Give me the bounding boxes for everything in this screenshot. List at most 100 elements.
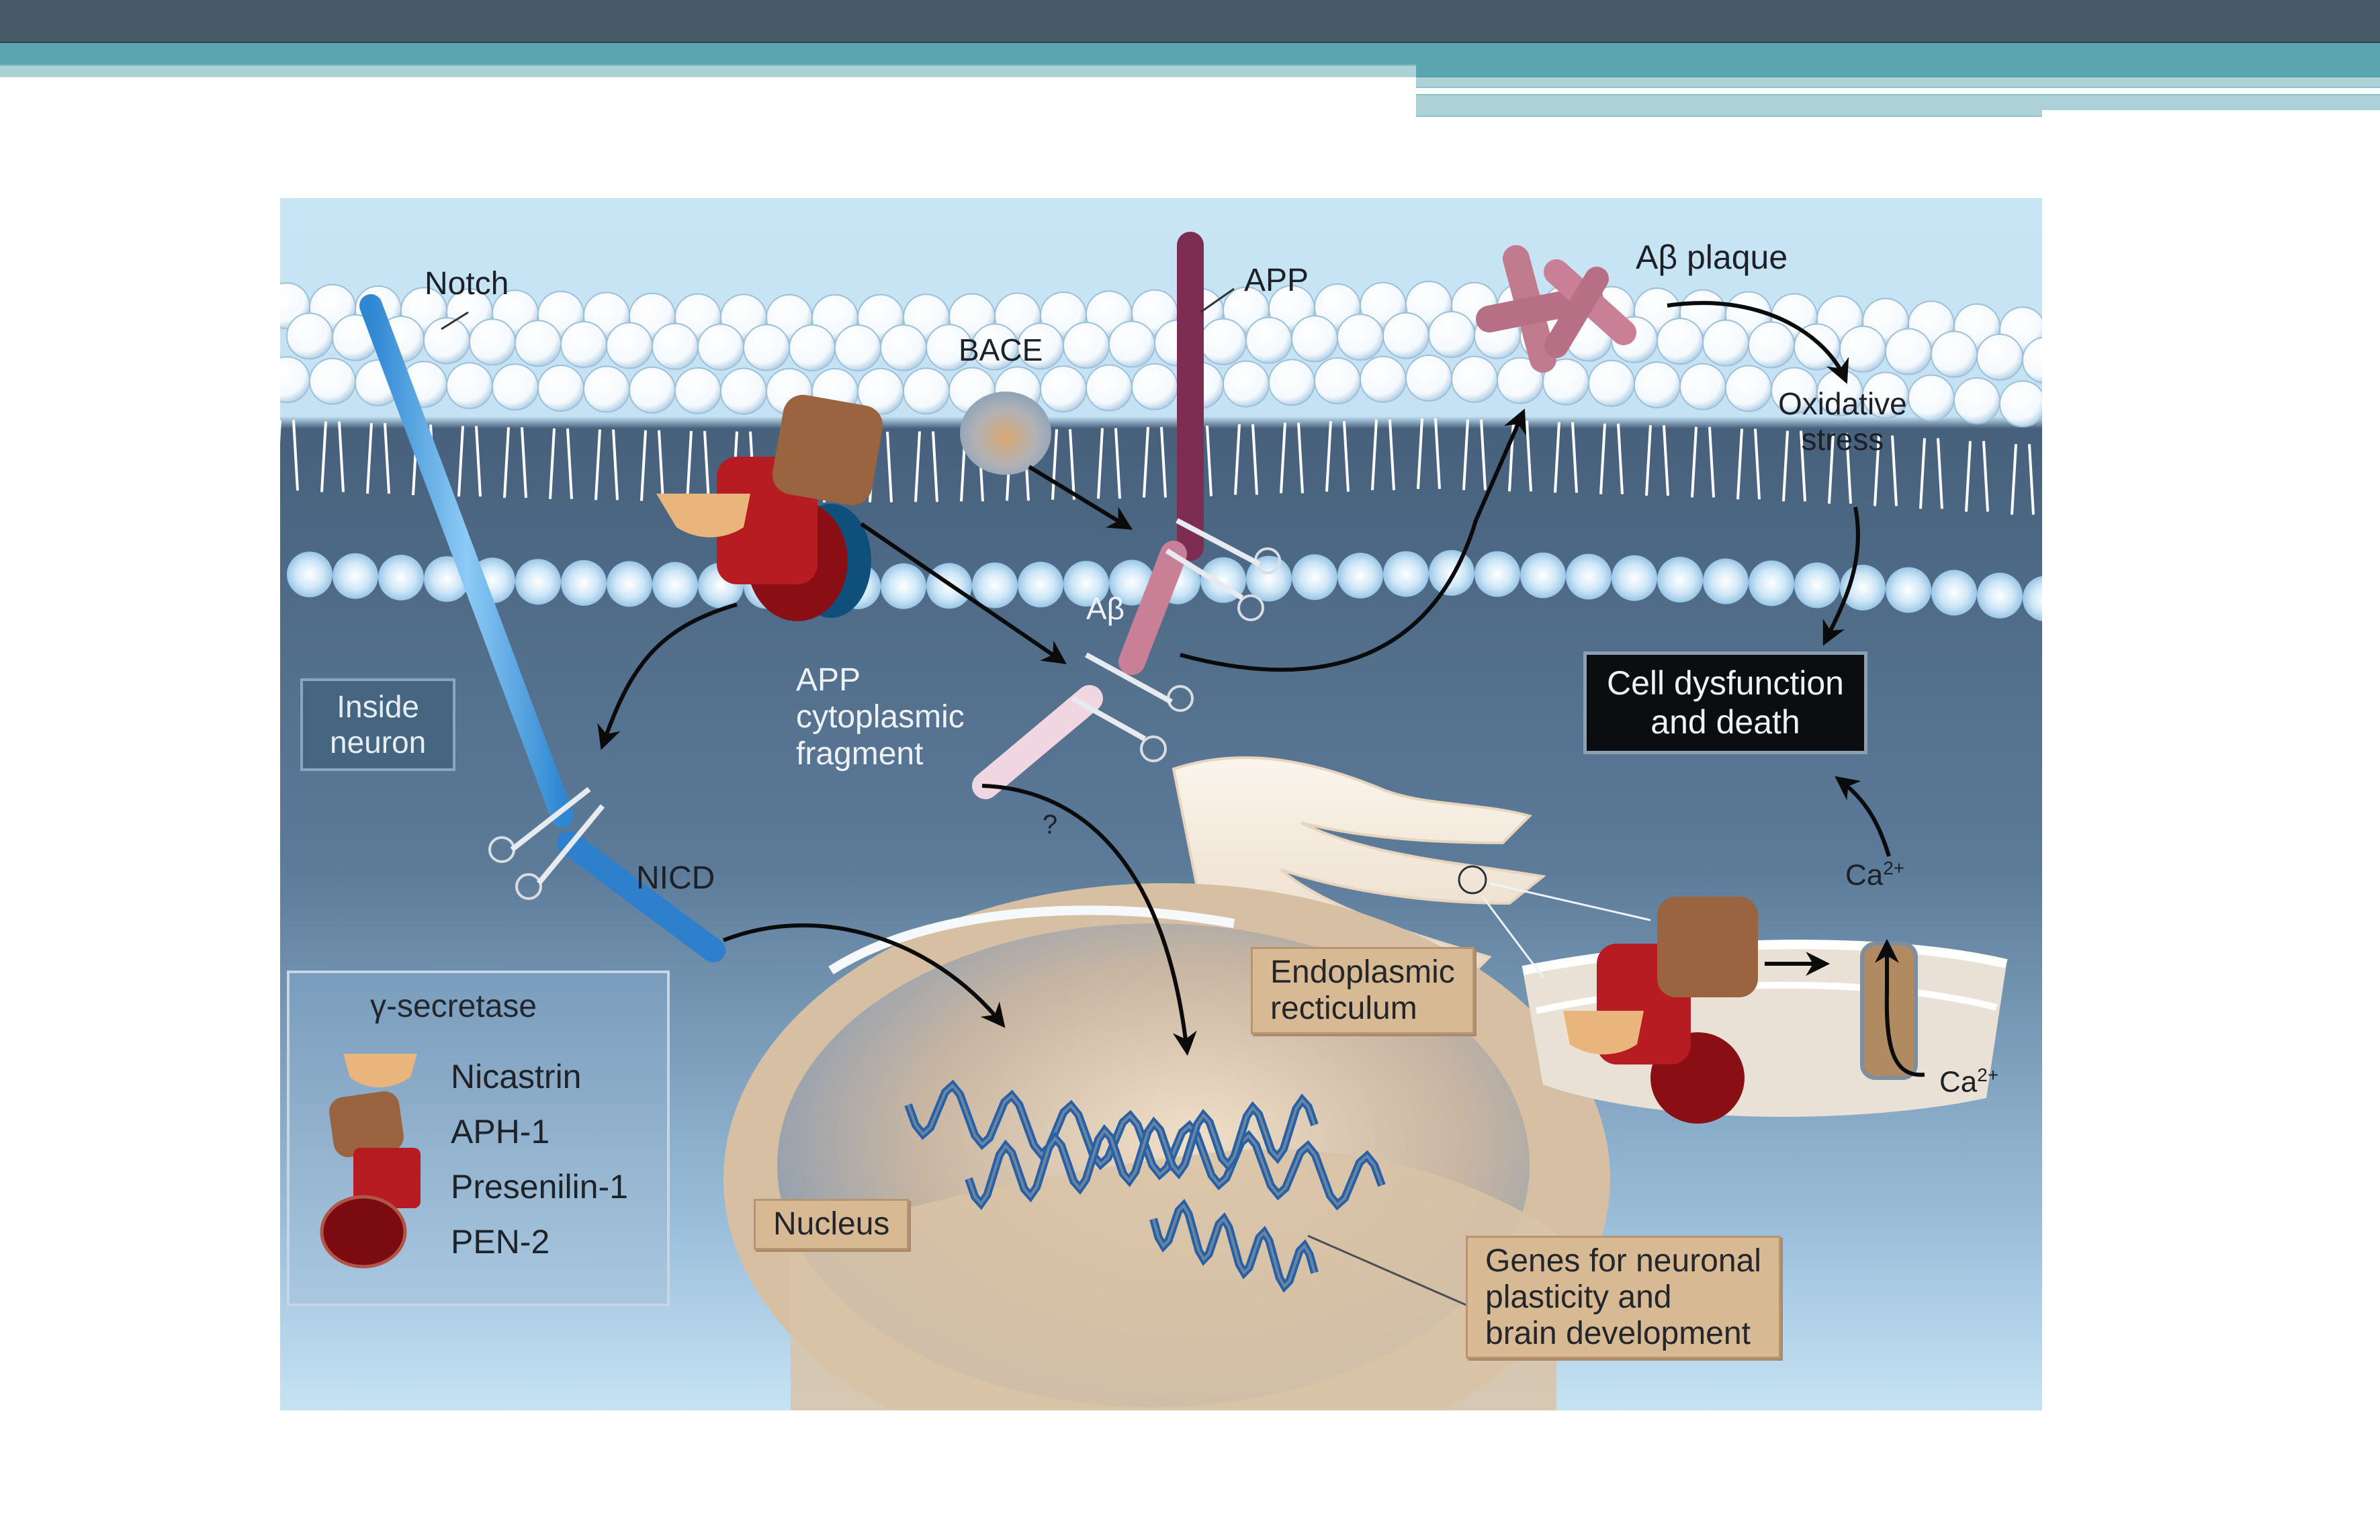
inside-neuron-line-2: neuron	[330, 724, 427, 760]
lipid-tail	[1919, 438, 1926, 509]
lipid-tail	[1571, 422, 1578, 493]
lipid-head-outer	[1999, 380, 2042, 428]
lipid-head-outer	[1451, 355, 1498, 403]
lipid-tail	[1051, 428, 1058, 500]
pathway-arrows	[597, 301, 1891, 1056]
lipid-head-inner	[1109, 559, 1155, 606]
lipid-tail	[1965, 441, 1972, 512]
lipid-tail	[1891, 435, 1898, 506]
lipid-head-outer	[1063, 322, 1110, 369]
lipid-head-inner	[1566, 553, 1612, 600]
lipid-head-outer	[1086, 364, 1133, 412]
question-mark-label: ?	[1043, 810, 1058, 840]
header-bar-teal	[0, 43, 2380, 64]
lipid-tail	[1114, 428, 1121, 499]
lipid-head-outer	[903, 367, 950, 415]
aph1-icon	[329, 1091, 404, 1157]
legend-icon-stack	[320, 1054, 421, 1269]
pen2-icon	[320, 1195, 407, 1269]
lipid-head-outer	[537, 364, 584, 412]
lipid-head-outer	[1702, 319, 1749, 367]
lipid-tail	[1389, 419, 1395, 490]
lipid-head-outer	[834, 324, 881, 371]
lipid-tail	[1480, 419, 1487, 490]
nicd-label: NICD	[636, 860, 715, 896]
calcium-label-bottom: Ca2+	[1939, 1065, 1998, 1099]
oxidative-stress-line-2: stress	[1801, 421, 1884, 457]
calcium-symbol: Ca	[1939, 1065, 1978, 1099]
inside-neuron-line-1: Inside	[337, 689, 419, 724]
dna-helix	[904, 1079, 1386, 1293]
lipid-head-inner	[1474, 551, 1520, 597]
lipid-tail	[1691, 426, 1698, 498]
header-bar-light-right-lower	[1416, 94, 2380, 110]
lipid-head-outer	[469, 318, 516, 366]
lipid-head-outer	[309, 357, 356, 405]
lipid-head-inner	[607, 561, 652, 607]
lipid-tail	[1800, 431, 1806, 502]
lipid-head-outer	[1268, 359, 1315, 406]
lipid-head-inner	[1840, 564, 1886, 610]
nicastrin-icon	[343, 1054, 417, 1087]
lipid-tail	[1982, 441, 1989, 512]
lipid-head-inner	[1749, 560, 1794, 606]
lipid-tail	[1297, 422, 1304, 494]
lipid-tail	[1526, 420, 1532, 492]
genes-line-1: Genes for neuronal	[1485, 1243, 1761, 1279]
gamma-secretase-er	[1563, 897, 1758, 1124]
header-bar-light-left	[0, 64, 1416, 77]
lipid-tail	[1782, 431, 1789, 502]
lipid-head-inner	[1794, 562, 1840, 608]
abeta-plaque-cluster	[1476, 245, 1636, 373]
calcium-label-top: Ca2+	[1845, 858, 1904, 893]
lipid-head-outer	[1679, 363, 1726, 410]
lipid-head-outer	[697, 323, 744, 371]
lipid-tail	[1206, 425, 1213, 496]
lipid-tail	[566, 428, 573, 500]
notch-label: Notch	[425, 266, 509, 302]
lipid-head-outer	[1885, 328, 1932, 375]
lipid-head-outer	[583, 365, 630, 413]
lipid-head-outer	[1839, 325, 1886, 373]
lipid-head-outer	[880, 324, 927, 371]
cell-dysfunction-line-1: Cell dysfunction	[1607, 664, 1844, 702]
lipid-head-outer	[1291, 315, 1338, 363]
lipid-head-outer	[560, 320, 607, 368]
lipid-tail	[1160, 426, 1167, 498]
genes-line-3: brain development	[1485, 1315, 1751, 1351]
lipid-tail	[1343, 420, 1350, 492]
lipid-tail	[1708, 426, 1715, 498]
lipid-tail	[475, 426, 482, 497]
lipid-head-inner	[1063, 561, 1109, 607]
notch-receptor	[359, 294, 725, 962]
oxidative-stress-label: Oxidative stress	[1778, 386, 1907, 457]
lipid-tail	[338, 421, 345, 492]
lipid-head-inner	[652, 561, 698, 608]
lipid-head-inner	[1018, 561, 1063, 608]
lipid-tail	[703, 431, 710, 502]
lipid-tail	[384, 422, 390, 494]
legend-title: γ-secretase	[370, 989, 537, 1024]
lipid-head-outer	[1725, 365, 1772, 412]
lipid-head-outer	[674, 367, 721, 414]
bace-label: BACE	[959, 332, 1043, 367]
lipid-tail	[1462, 419, 1469, 490]
app-fragment-line-2: cytoplasmic	[796, 699, 965, 735]
lipid-tail	[594, 429, 601, 500]
lipid-tail	[1280, 422, 1286, 494]
legend-item-presenilin1: Presenilin-1	[451, 1168, 629, 1206]
lipid-head-inner	[972, 562, 1018, 608]
lipid-head-inner	[1337, 553, 1383, 599]
header-bar-light-right	[1416, 77, 2380, 88]
lipid-tail	[886, 431, 893, 502]
lipid-head-inner	[1292, 554, 1337, 600]
lipid-head-inner	[561, 559, 607, 606]
lipid-head-outer	[1337, 314, 1384, 361]
lipid-tail	[658, 430, 664, 501]
calcium-charge: 2+	[1883, 858, 1905, 878]
nucleus-box: Nucleus	[754, 1199, 910, 1250]
lipid-head-outer	[492, 363, 539, 411]
lipid-head-inner	[333, 553, 378, 599]
bace-enzyme	[960, 392, 1051, 475]
endoplasmic-reticulum-box: Endoplasmic recticulum	[1251, 947, 1474, 1034]
